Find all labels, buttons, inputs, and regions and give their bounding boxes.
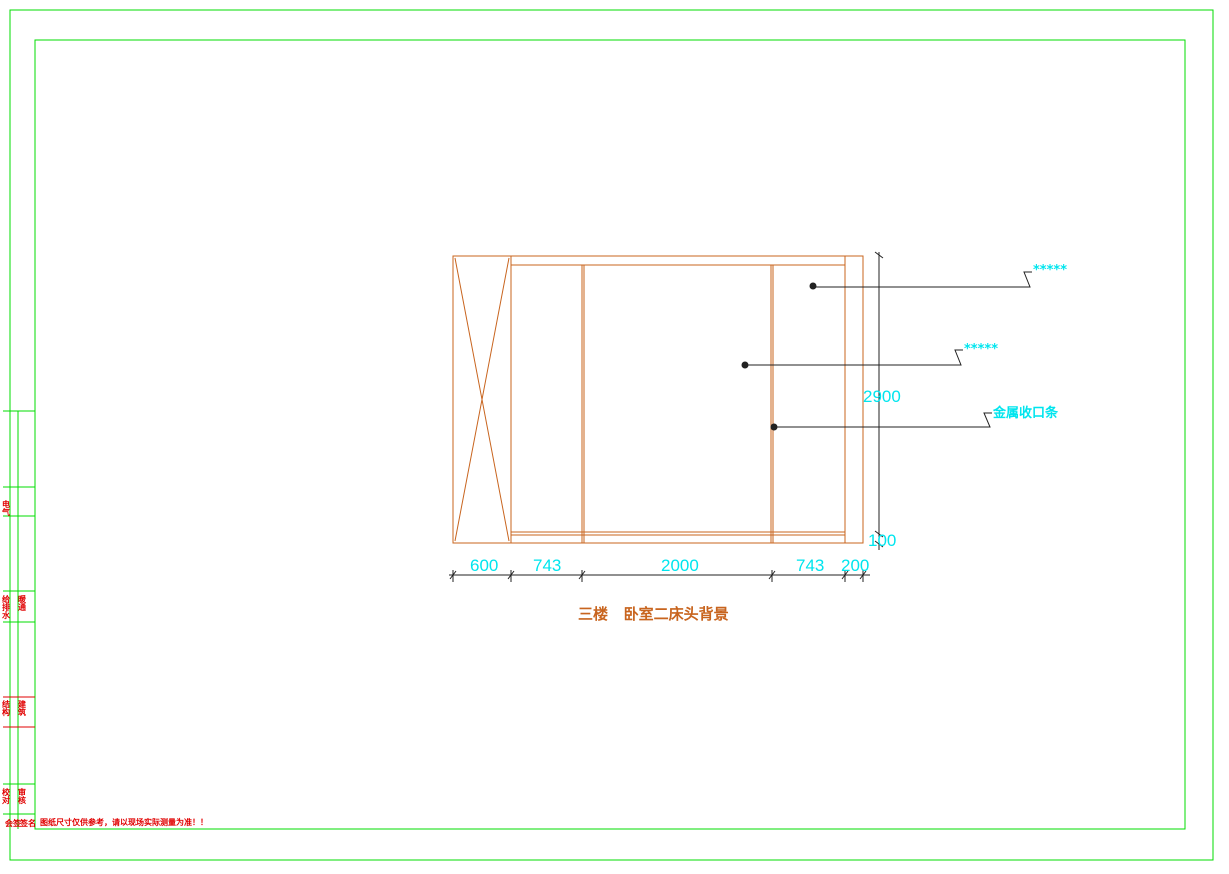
outer-border xyxy=(9,9,1214,861)
tb-cell: 结构 xyxy=(2,699,11,717)
tb-cell: 电气 xyxy=(2,499,11,517)
title-block-text: 电气 给排水 暖通 结构 建筑 校对 审核 会签 签名 图纸尺寸仅供参考，请以现… xyxy=(1,499,209,828)
dim-600: 600 xyxy=(470,556,498,575)
wall-outline xyxy=(452,255,864,544)
leader-label: ***** xyxy=(1033,263,1067,278)
inner-border xyxy=(34,39,1186,830)
sheet-frame xyxy=(3,9,1214,861)
tb-cell: 暖通 xyxy=(17,594,27,612)
tb-cell: 建筑 xyxy=(17,699,27,717)
leader-label: ***** xyxy=(964,342,998,357)
tb-cell: 校对 xyxy=(1,787,11,805)
leaders xyxy=(741,271,1032,431)
cross-mark xyxy=(454,257,510,542)
dim-743: 743 xyxy=(533,556,561,575)
dim-2900: 2900 xyxy=(863,387,901,406)
leader-label: 金属收口条 xyxy=(992,405,1059,421)
dim-743: 743 xyxy=(796,556,824,575)
dimension-lines xyxy=(449,251,884,582)
tb-cell: 审核 xyxy=(18,787,27,805)
dim-2000: 2000 xyxy=(661,556,699,575)
elevation xyxy=(452,255,864,544)
dim-200: 200 xyxy=(841,556,869,575)
tb-cell: 签名 xyxy=(19,818,36,828)
title-block-strip xyxy=(3,410,35,829)
dim-100: 100 xyxy=(868,531,896,550)
tb-cell: 会签 xyxy=(5,818,22,828)
tb-cell: 给排水 xyxy=(1,594,11,620)
drawing-note: 图纸尺寸仅供参考，请以现场实际测量为准！！ xyxy=(40,817,208,827)
drawing-title: 三楼 卧室二床头背景 xyxy=(578,605,729,623)
